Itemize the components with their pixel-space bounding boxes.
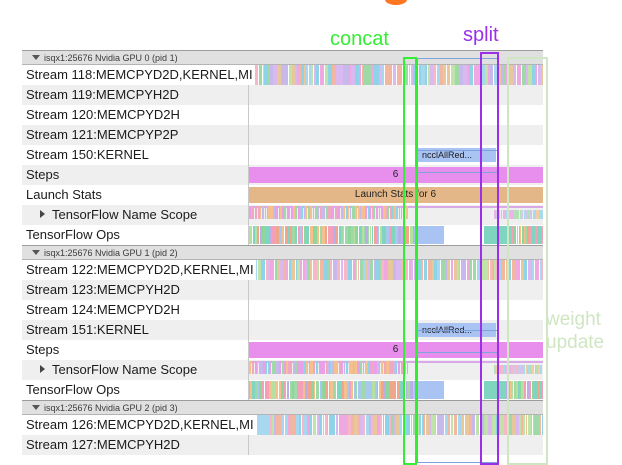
annotation-split: split	[463, 24, 499, 47]
timeline-event-bar[interactable]	[348, 260, 352, 280]
timeline-row-label-text: Stream 127:MEMCPYH2D	[26, 437, 180, 452]
timeline-event-bar[interactable]	[259, 65, 263, 85]
timeline-event-bar[interactable]	[399, 415, 403, 435]
chevron-down-icon[interactable]	[32, 55, 40, 60]
timeline-event-bar[interactable]	[339, 65, 342, 85]
timeline-row-label-text: Stream 123:MEMCPYH2D	[26, 282, 180, 297]
lane-divider	[248, 225, 249, 245]
timeline-event-bar[interactable]	[257, 415, 261, 435]
lane-divider	[248, 340, 249, 360]
timeline-row-label-text: Stream 124:MEMCPYD2H	[26, 302, 180, 317]
timeline-row-label-text: Steps	[26, 342, 59, 357]
timeline-row-label-text: Stream 119:MEMCPYH2D	[26, 87, 179, 102]
group-header-label: isqx1:25676 Nvidia GPU 0 (pid 1)	[44, 53, 178, 63]
annotation-weight-update: weight update	[546, 308, 604, 354]
timeline-row-label[interactable]: Stream 124:MEMCPYD2H	[26, 300, 182, 320]
lane-divider	[248, 185, 249, 205]
timeline-row-label[interactable]: Stream 118:MEMCPYD2D,KERNEL,MI	[26, 65, 255, 85]
timeline-row-label-text: TensorFlow Ops	[26, 227, 120, 242]
chevron-right-icon[interactable]	[40, 365, 45, 373]
timeline-row-label-text: TensorFlow Ops	[26, 382, 120, 397]
lane-divider	[248, 145, 249, 165]
timeline-row-label-text: Stream 118:MEMCPYD2D,KERNEL,MI	[26, 67, 253, 82]
timeline-event-bar[interactable]	[331, 415, 335, 435]
timeline-row-label-text: Stream 151:KERNEL	[26, 322, 149, 337]
lane-divider	[248, 320, 249, 340]
timeline-row-label[interactable]: Stream 123:MEMCPYH2D	[26, 280, 182, 300]
lane-divider	[248, 85, 249, 105]
timeline-row-label[interactable]: Stream 151:KERNEL	[26, 320, 151, 340]
lane-divider	[248, 165, 249, 185]
timeline-row-label[interactable]: TensorFlow Ops	[26, 225, 122, 245]
timeline-event-bar[interactable]	[281, 415, 284, 435]
timeline-row-label[interactable]: Stream 122:MEMCPYD2D,KERNEL,MI	[26, 260, 256, 280]
timeline-row-label-text: TensorFlow Name Scope	[52, 207, 197, 222]
annotation-concat: concat	[330, 28, 389, 51]
weight-update-line-2: update	[546, 331, 604, 354]
timeline-row-label[interactable]: Steps	[26, 165, 61, 185]
timeline-row-label[interactable]: Stream 126:MEMCPYD2D,KERNEL,MI	[26, 415, 256, 435]
timeline-row-label[interactable]: Stream 119:MEMCPYH2D	[26, 85, 181, 105]
timeline-row-label[interactable]: TensorFlow Name Scope	[40, 360, 199, 380]
lane-divider	[248, 280, 249, 300]
timeline-row-label[interactable]: Stream 127:MEMCPYH2D	[26, 435, 182, 455]
timeline-row-label[interactable]: Launch Stats	[26, 185, 104, 205]
timeline-event-bar[interactable]	[381, 65, 385, 85]
timeline-event-bar[interactable]	[343, 415, 347, 435]
timeline-row-label-text: Stream 150:KERNEL	[26, 147, 149, 162]
weight-update-line-1: weight	[546, 308, 604, 331]
timeline-row-label[interactable]: Steps	[26, 340, 61, 360]
lane-divider	[248, 205, 249, 225]
chevron-right-icon[interactable]	[40, 210, 45, 218]
timeline-row-label[interactable]: Stream 120:MEMCPYD2H	[26, 105, 182, 125]
timeline-event-bar[interactable]	[393, 65, 397, 85]
lane-divider	[248, 300, 249, 320]
timeline-row-label-text: Stream 122:MEMCPYD2D,KERNEL,MI	[26, 262, 254, 277]
timeline-row-label-text: Stream 126:MEMCPYD2D,KERNEL,MI	[26, 417, 254, 432]
timeline-event-bar[interactable]	[328, 65, 331, 85]
marker-box	[403, 57, 417, 465]
timeline-row-label[interactable]: Stream 121:MEMCPYP2P	[26, 125, 180, 145]
chevron-down-icon[interactable]	[32, 405, 40, 410]
timeline-event-bar[interactable]	[384, 260, 387, 280]
timeline-event-bar[interactable]	[265, 415, 268, 435]
timeline-row-label-text: Steps	[26, 167, 59, 182]
lane-divider	[248, 380, 249, 400]
timeline-row-label-text: Stream 121:MEMCPYP2P	[26, 127, 178, 142]
marker-box	[507, 57, 548, 465]
timeline-event-bar[interactable]	[343, 65, 347, 85]
timeline-row-label-text: Stream 120:MEMCPYD2H	[26, 107, 180, 122]
timeline-row-label[interactable]: TensorFlow Name Scope	[40, 205, 199, 225]
marker-box	[480, 52, 499, 465]
timeline-row-label[interactable]: TensorFlow Ops	[26, 380, 122, 400]
lane-divider	[248, 435, 249, 455]
timeline-event-bar[interactable]	[363, 65, 367, 85]
timeline-row-label-text: Launch Stats	[26, 187, 102, 202]
group-header-label: isqx1:25676 Nvidia GPU 1 (pid 2)	[44, 248, 178, 258]
lane-divider	[248, 105, 249, 125]
chevron-down-icon[interactable]	[32, 250, 40, 255]
lane-divider	[248, 360, 249, 380]
timeline-row-label-text: TensorFlow Name Scope	[52, 362, 197, 377]
timeline-event-bar[interactable]	[261, 260, 265, 280]
group-header-label: isqx1:25676 Nvidia GPU 2 (pid 3)	[44, 403, 178, 413]
timeline-event-bar[interactable]	[270, 260, 274, 280]
timeline-event-bar[interactable]	[370, 260, 373, 280]
orange-marker-icon	[385, 0, 407, 5]
timeline-event-bar[interactable]	[320, 65, 324, 85]
timeline-row-label[interactable]: Stream 150:KERNEL	[26, 145, 151, 165]
lane-divider	[248, 125, 249, 145]
